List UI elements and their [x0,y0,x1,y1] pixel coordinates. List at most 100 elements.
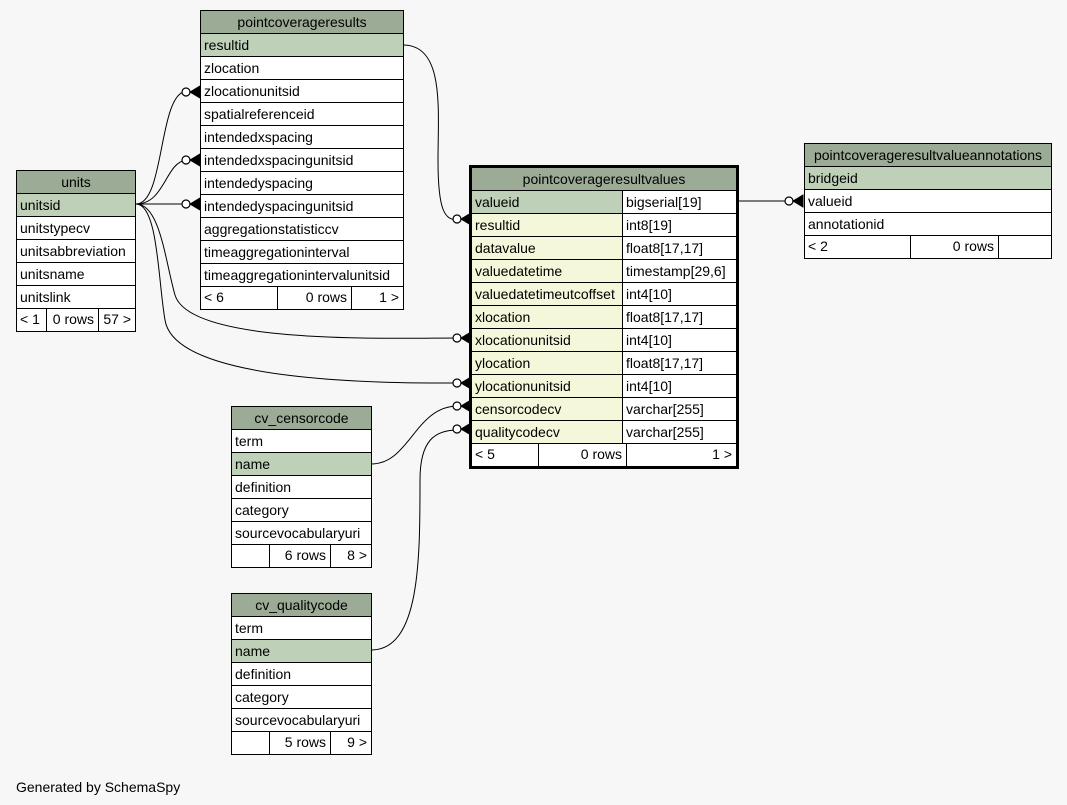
column-name: name [235,456,271,472]
children-link[interactable] [998,236,1051,258]
edge-optional-marker [452,378,462,388]
column-name: xlocation [475,309,531,325]
children-link[interactable]: 1 > [626,444,736,466]
column-row[interactable]: bridgeid [805,167,1051,190]
column-row[interactable]: annotationid [805,213,1051,236]
column-row[interactable]: timeaggregationintervalunitsid [201,264,403,287]
parents-link[interactable]: < 6 [204,289,224,305]
edge-optional-marker [452,333,462,343]
column-name: intendedyspacingunitsid [204,198,354,214]
column-name: spatialreferenceid [204,106,315,122]
column-row[interactable]: intendedxspacing [201,126,403,149]
table-pointcoverageresults[interactable]: pointcoverageresults resultid zlocation … [200,10,404,310]
column-row[interactable]: definition [232,663,371,686]
edge-optional-marker [452,424,462,434]
row-count: 5 rows [269,732,330,754]
column-row[interactable]: unitsname [17,263,135,286]
table-cv-censorcode[interactable]: cv_censorcode term name definition categ… [231,406,372,568]
column-row[interactable]: term [232,617,371,640]
column-type: int8[19] [622,214,736,236]
table-footer: 5 rows 9 > [232,732,371,754]
children-link[interactable]: 8 > [330,545,371,567]
column-name: term [235,433,263,449]
table-title[interactable]: units [17,171,135,194]
column-name: unitsid [20,197,61,213]
parents-link[interactable] [232,545,269,567]
column-row[interactable]: category [232,686,371,709]
column-row[interactable]: definition [232,476,371,499]
column-row[interactable]: unitstypecv [17,217,135,240]
column-row[interactable]: unitslink [17,286,135,309]
children-link[interactable]: 57 > [98,309,135,331]
children-link[interactable]: 9 > [330,732,371,754]
column-row[interactable]: unitsabbreviation [17,240,135,263]
edge-zlocationunitsid [135,90,187,205]
column-row[interactable]: timeaggregationinterval [201,241,403,264]
generated-by-footer[interactable]: Generated by SchemaSpy [16,779,181,795]
column-name: name [235,643,271,659]
column-name: category [235,502,289,518]
column-row[interactable]: sourcevocabularyuri [232,522,371,545]
column-row[interactable]: term [232,430,371,453]
table-footer: 6 rows 8 > [232,545,371,567]
column-type: varchar[255] [622,421,736,443]
column-row[interactable]: zlocationunitsid [201,80,403,103]
table-title[interactable]: pointcoverageresultvalues [472,168,736,191]
column-name: bridgeid [808,170,858,186]
column-name: datavalue [475,240,536,256]
column-row[interactable]: intendedyspacing [201,172,403,195]
column-row[interactable]: intendedxspacingunitsid [201,149,403,172]
column-name: valueid [475,194,520,210]
table-cv-qualitycode[interactable]: cv_qualitycode term name definition cate… [231,593,372,755]
column-row[interactable]: resultid [201,34,403,57]
column-name: sourcevocabularyuri [235,525,361,541]
table-title[interactable]: cv_qualitycode [232,594,371,617]
edge-ylocationunitsid [135,203,459,384]
edge-intendedxspacingunitsid [135,159,187,205]
parents-link[interactable]: < 2 [808,238,828,254]
column-name: sourcevocabularyuri [235,712,361,728]
column-row[interactable]: aggregationstatisticcv [201,218,403,241]
table-units[interactable]: units unitsid unitstypecv unitsabbreviat… [16,170,136,332]
column-name: unitsabbreviation [20,243,126,259]
table-pointcoverageresultvalueannotations[interactable]: pointcoverageresultvalueannotations brid… [804,143,1052,259]
column-row[interactable]: unitsid [17,194,135,217]
column-name: resultid [204,37,250,53]
table-title[interactable]: cv_censorcode [232,407,371,430]
column-row[interactable]: name [232,640,371,663]
children-link[interactable]: 1 > [351,287,403,309]
edge-crowfoot-marker [189,85,201,99]
column-row[interactable]: name [232,453,371,476]
column-row[interactable]: valueid [805,190,1051,213]
table-title[interactable]: pointcoverageresultvalueannotations [805,144,1051,167]
column-row[interactable]: zlocation [201,57,403,80]
column-row[interactable]: intendedyspacingunitsid [201,195,403,218]
column-name: definition [235,479,292,495]
row-count: 6 rows [269,545,330,567]
column-name: aggregationstatisticcv [204,221,339,237]
table-title[interactable]: pointcoverageresults [201,11,403,34]
column-name: unitslink [20,289,71,305]
parents-link[interactable]: < 5 [475,446,495,462]
column-row[interactable]: spatialreferenceid [201,103,403,126]
column-row[interactable]: category [232,499,371,522]
column-name: xlocationunitsid [475,332,571,348]
parents-link[interactable]: < 1 [20,311,40,327]
column-type: float8[17,17] [622,352,736,374]
column-name: ylocationunitsid [475,378,571,394]
parents-link[interactable] [232,732,269,754]
column-name: intendedxspacingunitsid [204,152,354,168]
column-row[interactable]: sourcevocabularyuri [232,709,371,732]
